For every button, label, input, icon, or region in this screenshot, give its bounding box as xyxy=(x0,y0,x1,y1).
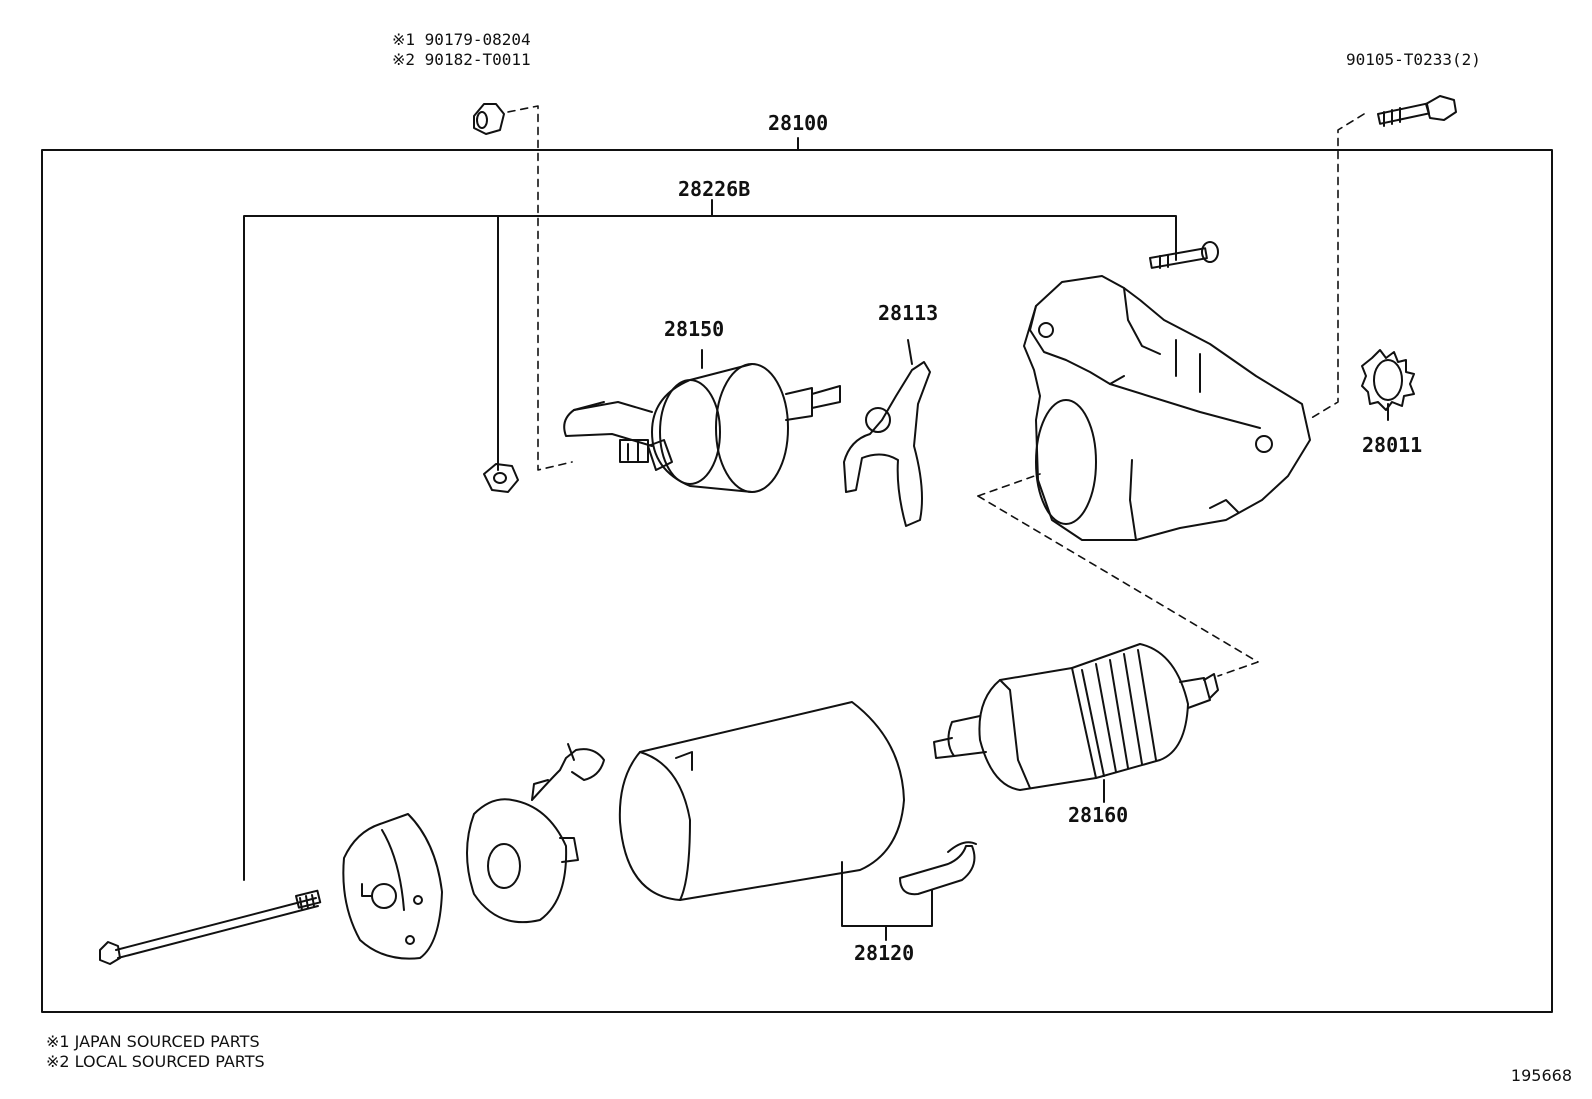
assembly-callout: 28100 xyxy=(768,111,829,135)
yoke-callout: 28120 xyxy=(854,941,915,965)
assembly-frame xyxy=(41,149,1553,1013)
dashed-guides xyxy=(507,105,1365,677)
brush-lead-drawing xyxy=(899,841,977,896)
through-bolt-long-icon xyxy=(99,889,322,965)
bolt-part-number: 90105-T0233(2) xyxy=(1346,50,1481,69)
flange-bolt-icon xyxy=(1377,95,1457,127)
brush-holder-drawing xyxy=(466,743,605,924)
shift-lever-drawing xyxy=(843,339,931,527)
footnote-japan: ※1 JAPAN SOURCED PARTS xyxy=(46,1032,260,1051)
end-frame-drawing xyxy=(342,813,443,960)
nut-part-number-1: ※1 90179-08204 xyxy=(392,30,531,49)
yoke-drawing xyxy=(618,701,905,901)
figure-number: 195668 xyxy=(1510,1066,1572,1085)
solenoid-drawing xyxy=(563,363,841,493)
drive-housing-drawing xyxy=(1023,275,1311,541)
lever-callout: 28113 xyxy=(878,301,939,325)
armature-callout: 28160 xyxy=(1068,803,1129,827)
solenoid-callout: 28150 xyxy=(664,317,725,341)
pinion-callout: 28011 xyxy=(1362,433,1423,457)
armature-drawing xyxy=(933,643,1219,791)
through-bolt-short-icon xyxy=(1149,241,1219,269)
hex-nut-icon xyxy=(483,463,519,493)
kit-callout: 28226B xyxy=(678,177,751,201)
kit-bracket xyxy=(243,199,1177,881)
pinion-gear-drawing xyxy=(1361,349,1415,421)
nut-icon xyxy=(473,103,505,135)
footnote-local: ※2 LOCAL SOURCED PARTS xyxy=(46,1052,265,1071)
nut-part-number-2: ※2 90182-T0011 xyxy=(392,50,531,69)
